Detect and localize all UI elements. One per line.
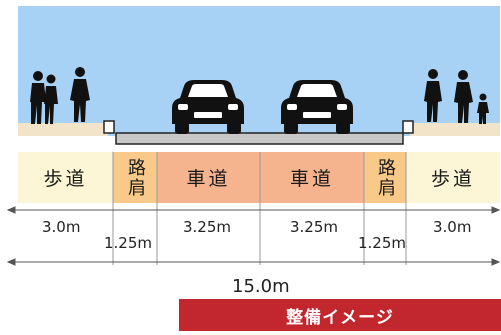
caption-banner: 整備イメージ [179, 299, 501, 331]
sky-background [18, 6, 500, 136]
left-sidewalk-surface [18, 123, 108, 136]
total-dimension-line [6, 258, 501, 266]
width-label-shoulder-right: 1.25m [358, 234, 407, 252]
car-icon [281, 80, 353, 134]
segment-label-sidewalk-right: 歩道 [430, 168, 475, 190]
sidewalk-band-right [406, 152, 500, 203]
width-label-sidewalk-left: 3.0m [42, 218, 81, 236]
shoulder-band-left [113, 152, 157, 203]
width-label-sidewalk-right: 3.0m [433, 218, 472, 236]
left-curb [103, 120, 115, 134]
roadway-band-1 [157, 152, 260, 203]
roadway-band-2 [260, 152, 364, 203]
segment-label-shoulder-right: 路肩 [375, 157, 396, 198]
sidewalk-band-left [18, 152, 113, 203]
road-slab [115, 132, 404, 145]
segment-label-roadway-1: 車道 [186, 168, 231, 190]
right-curb [402, 120, 414, 134]
car-icon [172, 80, 244, 134]
shoulder-band-right [364, 152, 406, 203]
segment-label-roadway-2: 車道 [289, 168, 334, 190]
width-label-shoulder-left: 1.25m [104, 234, 153, 252]
segment-label-sidewalk-left: 歩道 [43, 168, 88, 190]
pedestrian-couple-icon [30, 71, 58, 124]
right-sidewalk-surface [410, 123, 500, 136]
pedestrian-icon [424, 69, 442, 122]
width-label-roadway-2: 3.25m [290, 218, 339, 236]
pedestrian-icon [70, 67, 90, 122]
total-width-label: 15.0m [232, 276, 290, 297]
segment-dividers [112, 152, 407, 265]
width-label-roadway-1: 3.25m [183, 218, 232, 236]
pedestrian-parent-child-icon [454, 70, 489, 124]
segment-dimension-line [6, 206, 501, 214]
segment-label-shoulder-left: 路肩 [125, 157, 146, 198]
